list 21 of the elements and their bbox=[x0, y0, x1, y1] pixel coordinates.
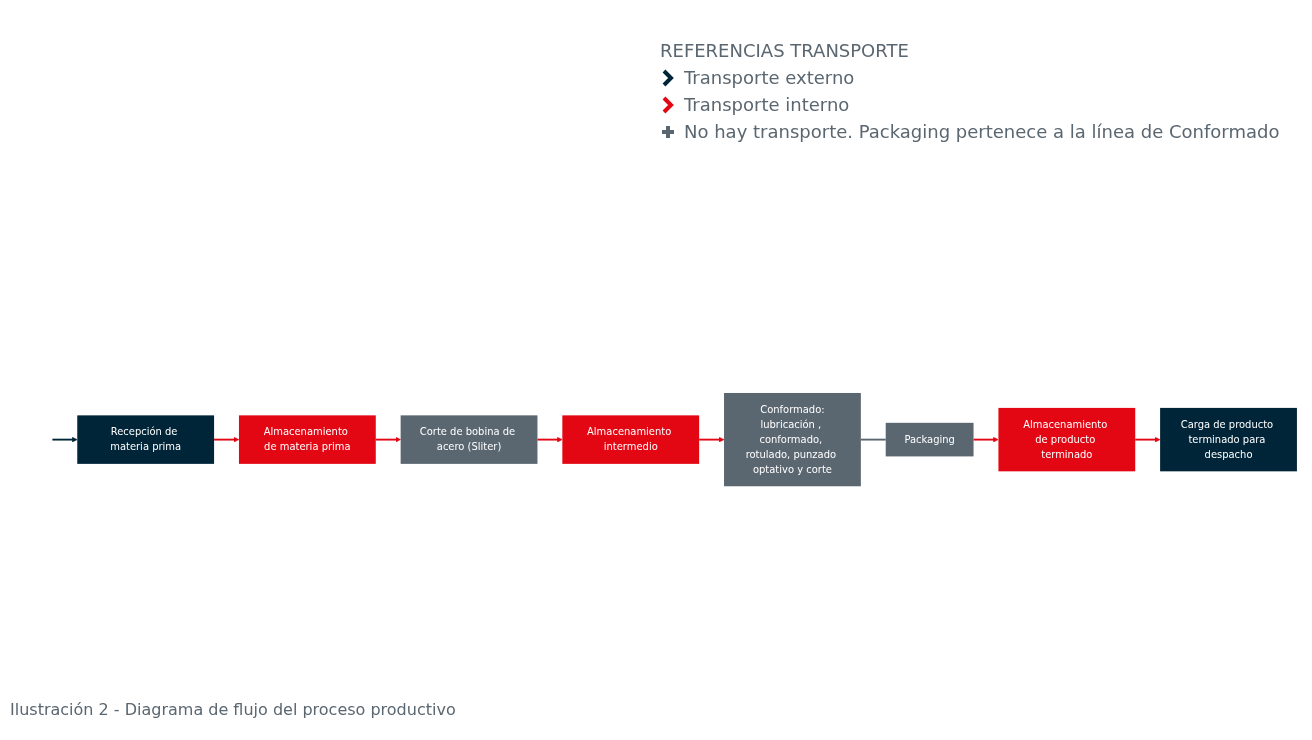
caption: Ilustración 2 - Diagrama de flujo del proceso productivo bbox=[10, 700, 456, 719]
node-box: Corte de bobina de acero (Sliter) bbox=[400, 415, 538, 465]
legend-title: REFERENCIAS TRANSPORTE bbox=[660, 40, 910, 61]
arrow bbox=[213, 437, 240, 443]
arrow bbox=[972, 437, 999, 443]
arrow bbox=[536, 437, 563, 443]
node-box: Almacenamiento intermedio bbox=[562, 415, 700, 465]
arrow bbox=[1134, 437, 1161, 443]
arrow bbox=[374, 437, 401, 443]
node-box: Recepción de materia prima bbox=[77, 415, 215, 465]
node-box: Almacenamiento de materia prima bbox=[238, 415, 376, 465]
legend-text: No hay transporte. Packaging pertenece a la línea de Conformado bbox=[684, 121, 1280, 142]
legend-text: Transporte externo bbox=[684, 67, 855, 88]
arrow bbox=[698, 437, 725, 443]
node-box: Carga de producto terminado para despacho bbox=[1160, 408, 1297, 472]
arrow bbox=[51, 437, 78, 443]
legend-text: Transporte interno bbox=[684, 94, 850, 115]
connector bbox=[859, 439, 887, 441]
node-box: Packaging bbox=[885, 423, 974, 457]
node-box: Conformado: lubricación , conformado, rotulado, punzado optativo y corte bbox=[724, 393, 861, 487]
node-box: Almacenamiento de producto terminado bbox=[998, 408, 1136, 472]
